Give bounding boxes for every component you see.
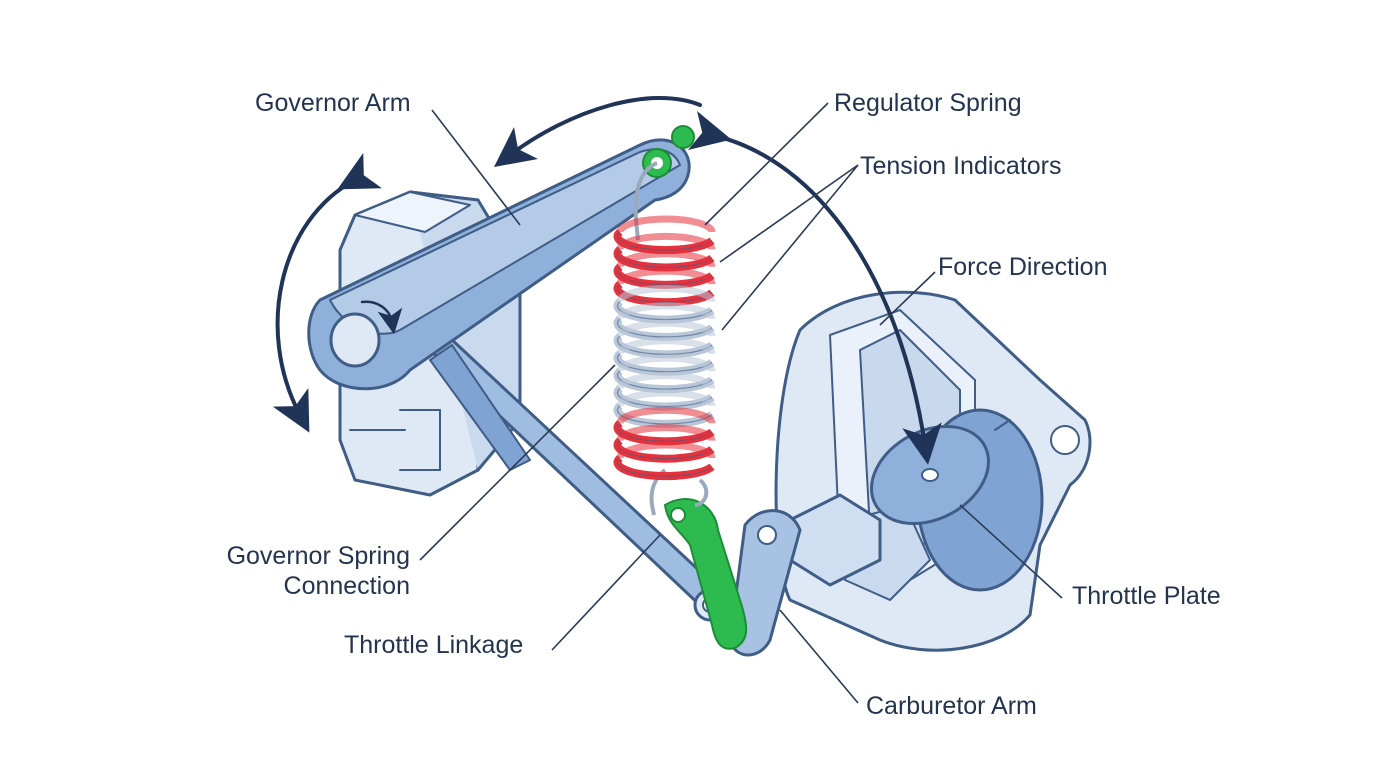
- spring-coil-edge: [616, 457, 713, 477]
- leader-throttle-plate: [959, 504, 1063, 599]
- leader-carburetor-arm: [779, 609, 859, 704]
- label-force-direction: Force Direction: [938, 253, 1108, 281]
- label-tension-indicators: Tension Indicators: [860, 152, 1062, 180]
- governor-arm-swing-arrow: [493, 96, 702, 167]
- lower-spring-connector: [663, 498, 748, 650]
- label-throttle-linkage: Throttle Linkage: [344, 631, 524, 659]
- label-throttle-plate: Throttle Plate: [1072, 582, 1221, 610]
- leader-governor-arm: [431, 109, 521, 226]
- leader-lines: [419, 102, 1063, 704]
- force-direction-arrows: [272, 96, 942, 465]
- leader-spring-connection: [419, 364, 616, 561]
- label-governor-spring-connection: Governor Spring Connection: [170, 541, 410, 601]
- label-governor-arm: Governor Arm: [255, 89, 411, 117]
- label-governor-spring-connection-line2: Connection: [283, 572, 410, 600]
- leader-tension-1: [719, 164, 859, 263]
- governor-rotation-arrow: [272, 152, 383, 433]
- label-governor-spring-connection-line1: Governor Spring: [226, 542, 410, 570]
- leader-regulator-spring: [704, 102, 829, 226]
- label-regulator-spring: Regulator Spring: [834, 89, 1022, 117]
- leader-tension-2: [721, 164, 859, 331]
- label-carburetor-arm: Carburetor Arm: [866, 692, 1037, 720]
- leader-throttle-linkage: [551, 534, 661, 651]
- leader-force-direction: [879, 271, 936, 326]
- force-direction-arrow: [687, 110, 942, 465]
- tension-coil-back: [616, 215, 716, 233]
